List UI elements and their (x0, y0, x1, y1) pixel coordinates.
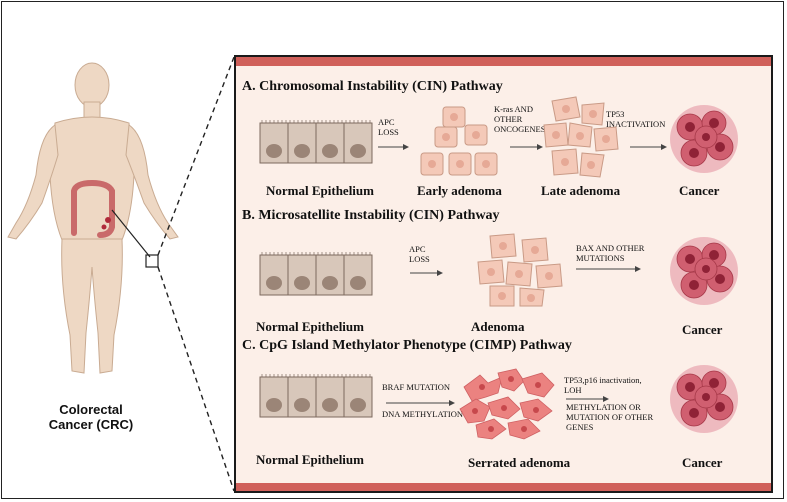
stage-b-cancer: Cancer (682, 322, 723, 337)
stage-a-normal: Normal Epithelium (266, 183, 374, 198)
panel-top-band (236, 57, 771, 66)
colon-icon (71, 179, 115, 238)
pathways-panel: A. Chromosomal Instability (CIN) Pathway… (234, 55, 773, 493)
epithelium-icon (259, 252, 373, 296)
stage-a-early-adenoma: Early adenoma (417, 183, 502, 198)
zoom-lines (157, 56, 235, 492)
epithelium-icon (259, 120, 373, 164)
arrows-layer (378, 144, 667, 406)
transition-a1: APC LOSS (378, 117, 399, 137)
stage-c-normal: Normal Epithelium (256, 452, 364, 467)
transition-c1: BRAF MUTATION (382, 382, 451, 392)
crc-label-line1: Colorectal (59, 402, 123, 417)
transition-c2: DNA METHYLATION (382, 409, 463, 419)
stage-b-adenoma: Adenoma (471, 319, 525, 334)
adenoma-cells-icon (543, 96, 619, 178)
stage-a-late-adenoma: Late adenoma (541, 183, 621, 198)
stage-b-normal: Normal Epithelium (256, 319, 364, 334)
crc-label-line2: Cancer (CRC) (48, 417, 134, 432)
transition-c3: TP53,p16 inactivation, LOH (564, 375, 642, 395)
epithelium-icon (259, 374, 373, 418)
adenoma-cells-icon (477, 233, 563, 307)
cancer-cells-icon (670, 365, 738, 433)
cancer-cells-icon (670, 237, 738, 305)
stage-a-cancer: Cancer (679, 183, 720, 198)
serrated-cells-icon (459, 368, 555, 440)
panel-bottom-band (236, 483, 771, 491)
pathway-a-title: A. Chromosomal Instability (CIN) Pathway (242, 79, 503, 94)
pathway-c-title: C. CpG Island Methylator Phenotype (CIMP… (242, 338, 572, 353)
transition-a2: K-ras AND OTHER ONCOGENES (494, 104, 546, 134)
stage-c-serrated: Serrated adenoma (468, 455, 571, 470)
adenoma-cells-icon (420, 106, 498, 176)
transition-b1: APC LOSS (409, 244, 430, 264)
transition-b2: BAX AND OTHER MUTATIONS (576, 243, 645, 263)
pathway-b-title: B. Microsatellite Instability (CIN) Path… (242, 208, 500, 223)
human-body-icon (7, 62, 179, 374)
transition-c4: METHYLATION OR MUTATION OF OTHER GENES (566, 402, 654, 432)
stage-c-cancer: Cancer (682, 455, 723, 470)
crc-label: Colorectal Cancer (CRC) (36, 402, 146, 432)
cancer-cells-icon (670, 105, 738, 173)
transition-a3: TP53 INACTIVATION (606, 109, 666, 129)
